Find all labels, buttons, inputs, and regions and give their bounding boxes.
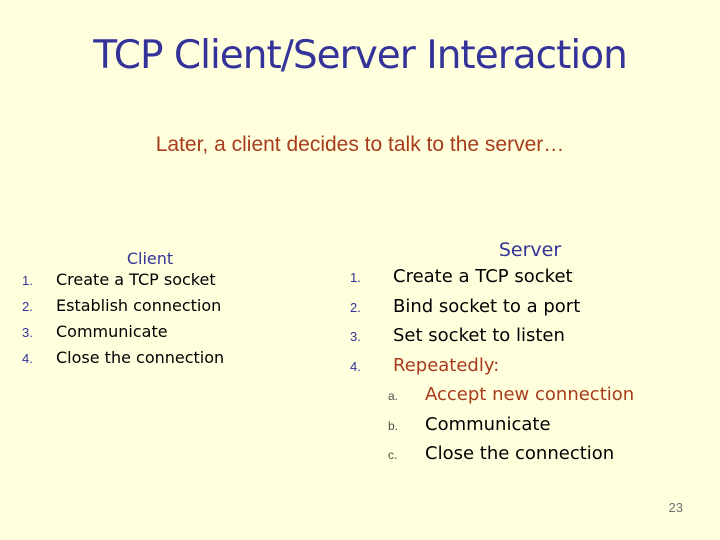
slide-subtitle: Later, a client decides to talk to the s… (155, 133, 565, 156)
list-marker: 1. (22, 273, 33, 288)
list-marker: 1. (350, 270, 361, 285)
list-item: 4. Close the connection (20, 348, 280, 374)
list-text: Communicate (56, 322, 168, 341)
list-text: Create a TCP socket (393, 266, 573, 287)
list-marker: 2. (22, 299, 33, 314)
server-heading: Server (498, 239, 562, 261)
list-subitem: a. Accept new connection (340, 384, 720, 414)
list-submarker: c. (388, 448, 398, 462)
list-marker: 2. (350, 299, 361, 315)
list-subitem: b. Communicate (340, 414, 720, 444)
list-submarker: a. (388, 389, 399, 403)
list-item: 2. Establish connection (20, 296, 280, 322)
list-text: Close the connection (56, 348, 225, 367)
server-steps-list: Server 1. Create a TCP socket 2. Bind so… (340, 238, 720, 473)
list-text: Communicate (425, 413, 551, 435)
list-subitem: c. Close the connection (340, 443, 720, 473)
list-text: Bind socket to a port (393, 295, 581, 317)
list-marker: 3. (22, 325, 33, 340)
list-marker: 3. (350, 329, 361, 344)
list-text: Establish connection (56, 296, 222, 315)
list-marker: 4. (350, 358, 361, 374)
client-heading: Client (126, 249, 174, 268)
list-item: 1. Create a TCP socket (340, 266, 720, 296)
slide-title: TCP Client/Server Interaction (93, 33, 628, 78)
list-item: 4. Repeatedly: (340, 355, 720, 385)
list-text: Accept new connection (425, 384, 635, 405)
page-number: 23 (668, 500, 683, 515)
list-item: 1. Create a TCP socket (20, 270, 280, 296)
list-text: Create a TCP socket (56, 270, 216, 289)
list-submarker: b. (388, 418, 399, 433)
client-steps-list: Client 1. Create a TCP socket 2. Establi… (20, 248, 280, 374)
list-item: 2. Bind socket to a port (340, 296, 720, 326)
list-item: 3. Set socket to listen (340, 325, 720, 355)
list-text: Set socket to listen (393, 325, 565, 346)
list-text: Close the connection (425, 443, 615, 464)
server-rows: 1. Create a TCP socket 2. Bind socket to… (340, 266, 720, 473)
list-marker: 4. (22, 351, 33, 366)
list-text: Repeatedly: (393, 354, 500, 376)
list-item: 3. Communicate (20, 322, 280, 348)
client-rows: 1. Create a TCP socket 2. Establish conn… (20, 270, 280, 374)
